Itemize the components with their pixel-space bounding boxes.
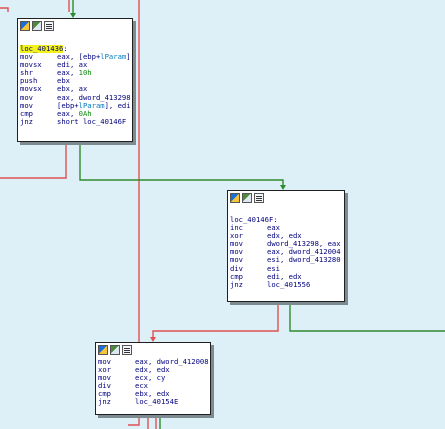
edge-arrow: [150, 337, 156, 342]
block-toolbar: [228, 191, 344, 205]
edge-red: [128, 0, 140, 426]
block-toolbar: [96, 343, 210, 357]
list-icon[interactable]: [122, 345, 132, 355]
color-icon[interactable]: [98, 345, 108, 355]
block-toolbar: [18, 19, 132, 33]
list-icon[interactable]: [254, 193, 264, 203]
list-icon[interactable]: [44, 21, 54, 31]
graph-icon[interactable]: [110, 345, 120, 355]
instruction-line[interactable]: mov[ebp+lParam], edi: [20, 101, 131, 110]
graph-icon[interactable]: [242, 193, 252, 203]
block-label[interactable]: loc_40146F:: [230, 216, 278, 224]
block-label[interactable]: loc_401436:: [20, 45, 68, 53]
edge-arrow: [70, 13, 76, 18]
graph-icon[interactable]: [32, 21, 42, 31]
color-icon[interactable]: [20, 21, 30, 31]
edge-arrow: [280, 185, 286, 190]
edge-green: [289, 302, 445, 332]
color-icon[interactable]: [230, 193, 240, 203]
edge-red: [152, 302, 279, 338]
edge-red: [0, 7, 9, 12]
edge-green: [79, 142, 284, 186]
edge-red: [0, 142, 67, 179]
